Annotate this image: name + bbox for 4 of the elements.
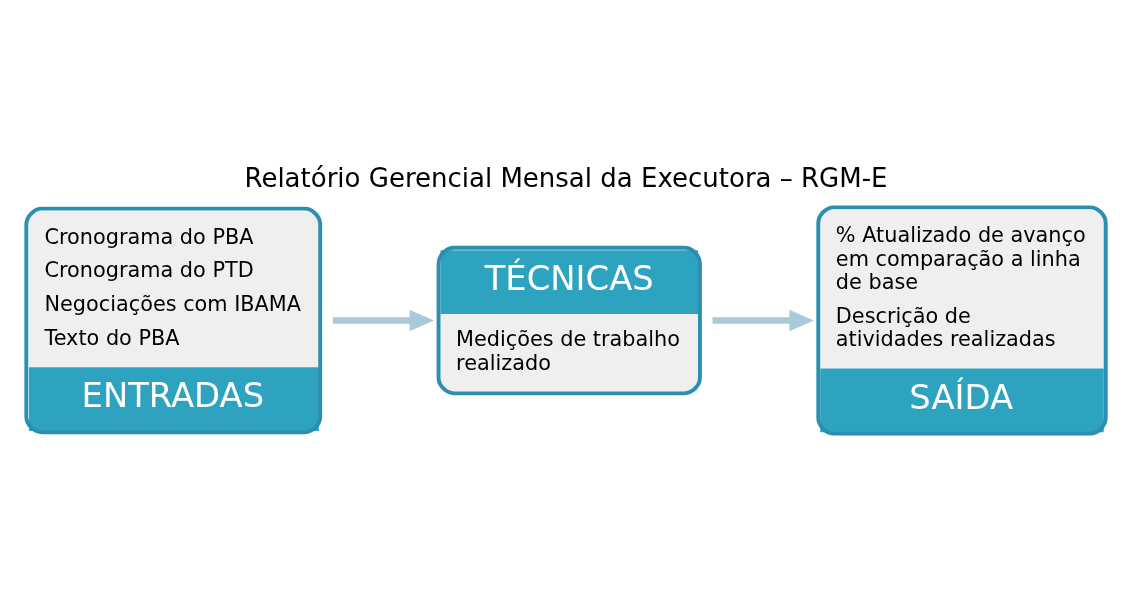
diagram-title: Relatório Gerencial Mensal da Executora – RGM-E — [244, 162, 888, 193]
node-box: % Atualizado de avanço em comparação a linha de base Descrição de atividades realizadas SAÍDA — [816, 204, 1108, 436]
arrow — [712, 309, 814, 331]
arrow — [332, 309, 434, 331]
